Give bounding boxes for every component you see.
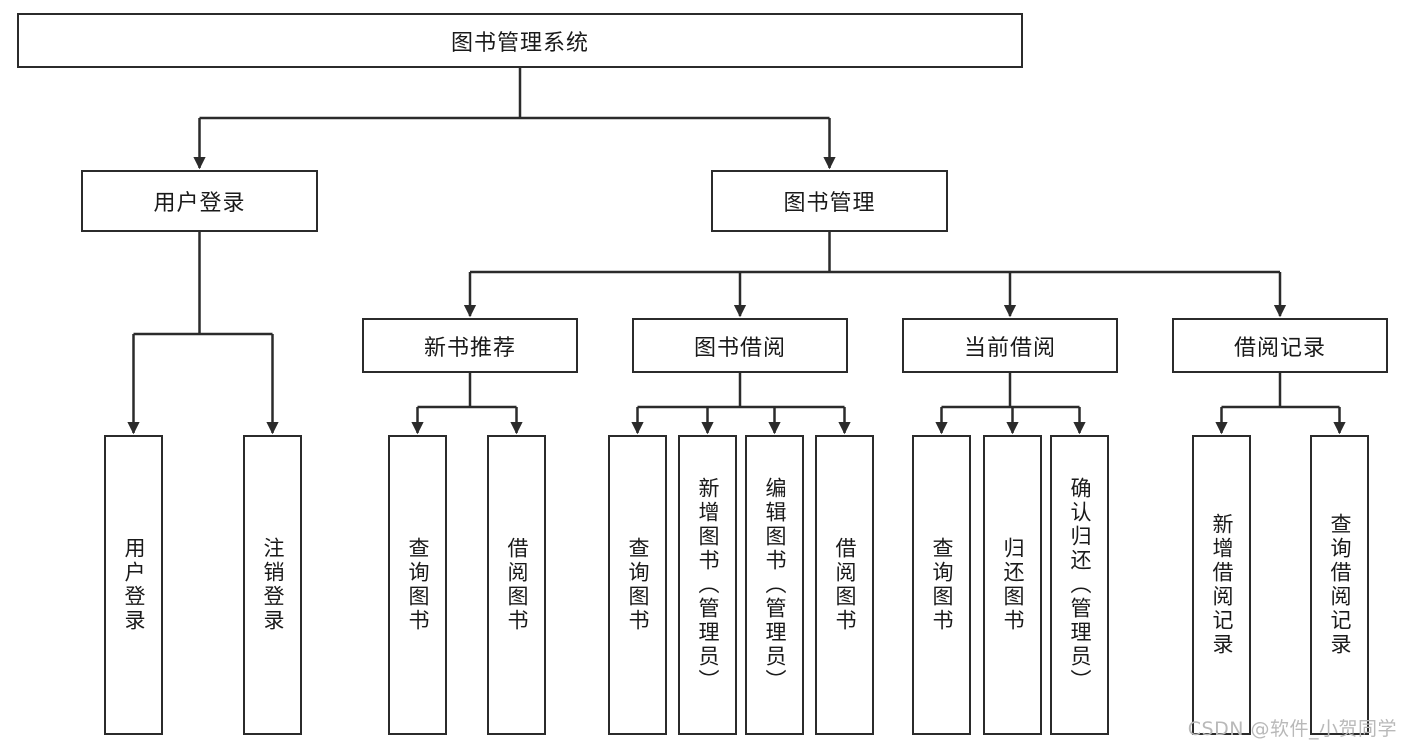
node-current-borrow[interactable]: 当前借阅	[902, 318, 1118, 373]
node-book-borrow[interactable]: 图书借阅	[632, 318, 848, 373]
node-leaf-query-record[interactable]: 查询借阅记录	[1310, 435, 1369, 735]
node-label-leaf-query-book-1: 查询图书	[406, 537, 430, 633]
node-leaf-borrow-book-2[interactable]: 借阅图书	[815, 435, 874, 735]
node-label-leaf-query-book-2: 查询图书	[626, 537, 650, 633]
node-borrow-record[interactable]: 借阅记录	[1172, 318, 1388, 373]
node-label-leaf-return-book: 归还图书	[1001, 537, 1025, 633]
node-book-manage[interactable]: 图书管理	[711, 170, 948, 232]
node-root[interactable]: 图书管理系统	[17, 13, 1023, 68]
node-label-leaf-confirm-return: 确认归还（管理员）	[1068, 477, 1092, 693]
csdn-watermark: CSDN @软件_小贺同学	[1187, 718, 1397, 740]
node-label-borrow-record: 借阅记录	[1233, 335, 1326, 361]
node-new-book-rec[interactable]: 新书推荐	[362, 318, 578, 373]
node-label-new-book-rec: 新书推荐	[423, 335, 516, 361]
node-label-book-manage: 图书管理	[783, 191, 876, 216]
node-label-leaf-borrow-book-1: 借阅图书	[505, 537, 529, 633]
node-label-book-borrow: 图书借阅	[693, 335, 786, 361]
node-leaf-add-book[interactable]: 新增图书（管理员）	[678, 435, 737, 735]
node-leaf-borrow-book-1[interactable]: 借阅图书	[487, 435, 546, 735]
node-label-leaf-user-logout: 注销登录	[261, 537, 285, 633]
node-label-leaf-query-record: 查询借阅记录	[1328, 513, 1352, 657]
node-leaf-return-book[interactable]: 归还图书	[983, 435, 1042, 735]
node-label-leaf-user-login: 用户登录	[122, 537, 146, 633]
node-leaf-query-book-3[interactable]: 查询图书	[912, 435, 971, 735]
node-label-current-borrow: 当前借阅	[963, 335, 1056, 361]
node-user-login[interactable]: 用户登录	[81, 170, 318, 232]
node-leaf-edit-book[interactable]: 编辑图书（管理员）	[745, 435, 804, 735]
node-leaf-query-book-1[interactable]: 查询图书	[388, 435, 447, 735]
node-label-leaf-add-record: 新增借阅记录	[1210, 513, 1234, 657]
node-label-root: 图书管理系统	[450, 30, 589, 56]
node-label-user-login: 用户登录	[153, 191, 246, 216]
node-label-leaf-edit-book: 编辑图书（管理员）	[763, 477, 787, 693]
node-label-leaf-query-book-3: 查询图书	[930, 537, 954, 633]
node-leaf-add-record[interactable]: 新增借阅记录	[1192, 435, 1251, 735]
node-leaf-confirm-return[interactable]: 确认归还（管理员）	[1050, 435, 1109, 735]
node-label-leaf-borrow-book-2: 借阅图书	[833, 537, 857, 633]
node-leaf-user-login[interactable]: 用户登录	[104, 435, 163, 735]
node-leaf-user-logout[interactable]: 注销登录	[243, 435, 302, 735]
node-leaf-query-book-2[interactable]: 查询图书	[608, 435, 667, 735]
node-label-leaf-add-book: 新增图书（管理员）	[696, 477, 720, 693]
